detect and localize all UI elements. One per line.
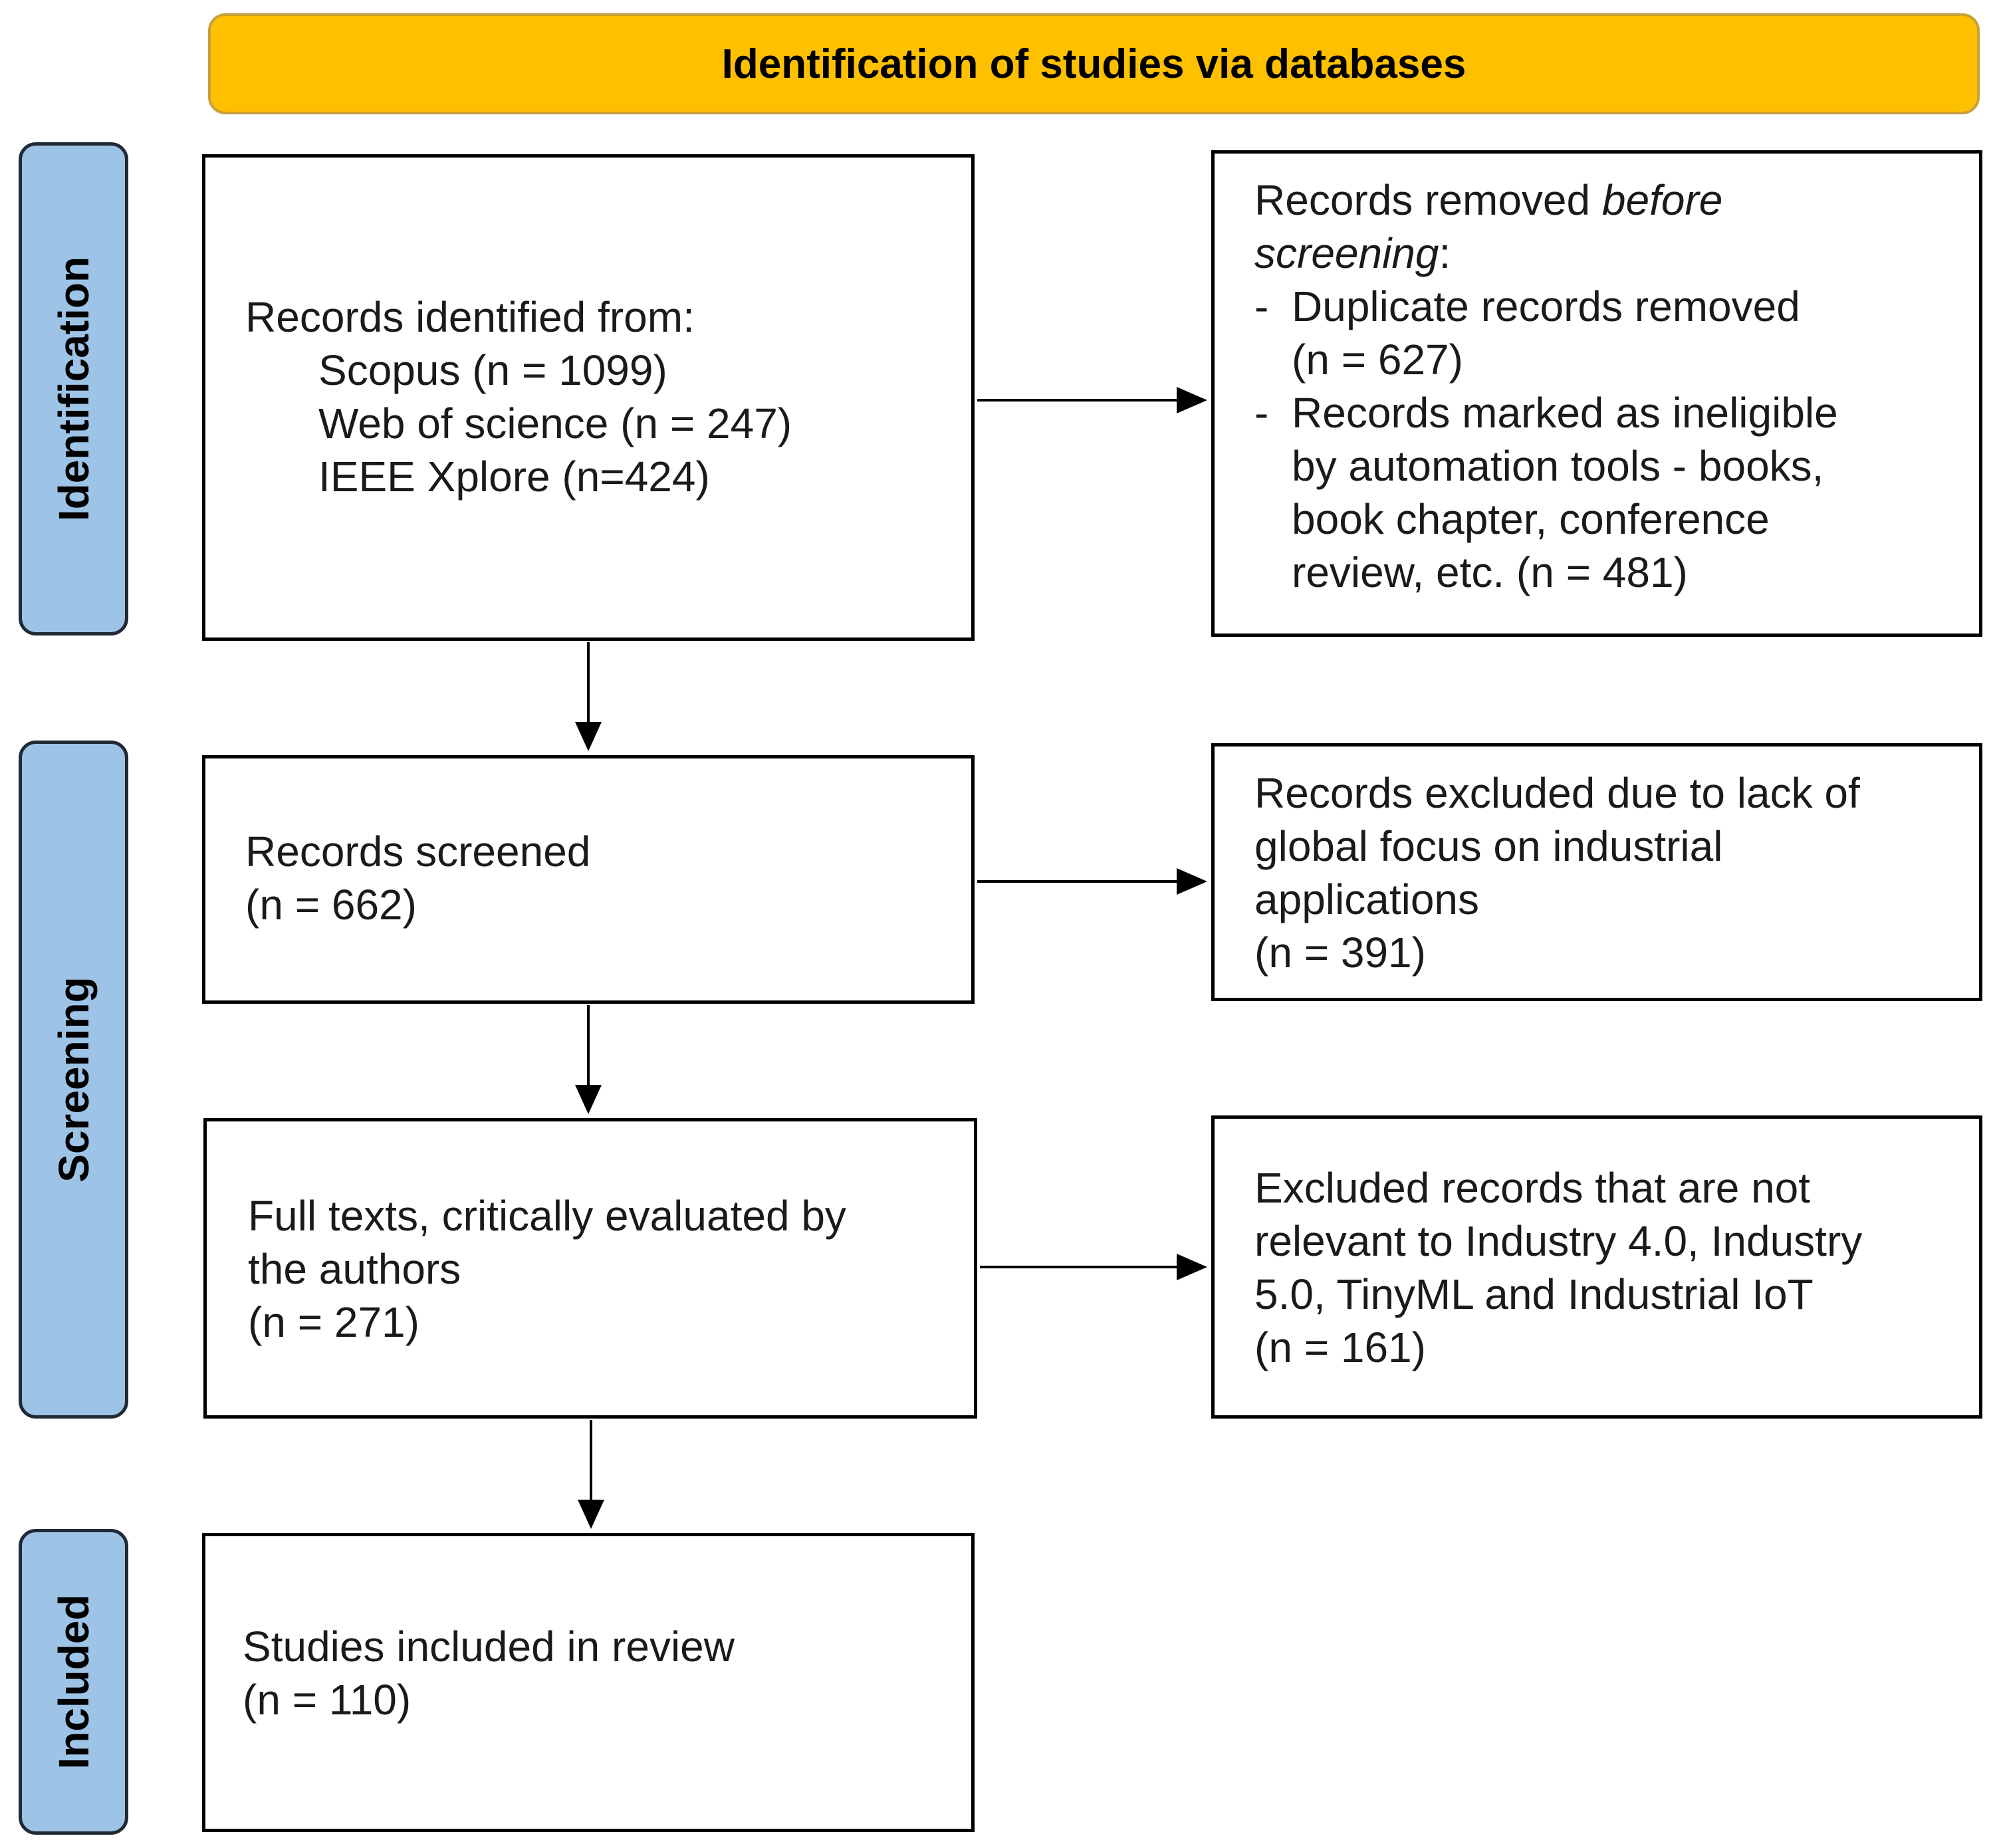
arrowhead-down-2	[575, 1085, 602, 1114]
source-scopus: Scopus (n = 1099)	[318, 346, 667, 394]
phase-included: Included	[19, 1529, 128, 1835]
records-removed-before-box: Records removed before screening: - Dupl…	[1211, 150, 1982, 637]
full-texts-box: Full texts, critically evaluated by the …	[203, 1118, 977, 1419]
records-excluded-focus-text: Records excluded due to lack of global f…	[1254, 769, 1860, 977]
arrowhead-down-1	[575, 722, 602, 751]
records-identified-box: Records identified from: Scopus (n = 109…	[202, 154, 975, 641]
records-excluded-relevance-box: Excluded records that are not relevant t…	[1211, 1115, 1982, 1419]
header-bar: Identification of studies via databases	[208, 13, 1980, 114]
full-texts-text: Full texts, critically evaluated by the …	[248, 1192, 846, 1346]
records-excluded-relevance-text: Excluded records that are not relevant t…	[1254, 1164, 1863, 1371]
records-identified-heading: Records identified from:	[245, 293, 695, 341]
source-web-of-science: Web of science (n = 247)	[318, 400, 792, 447]
phase-identification: Identification	[19, 142, 128, 635]
arrowhead-right-2	[1177, 868, 1207, 895]
phase-screening: Screening	[19, 741, 128, 1419]
header-title: Identification of studies via databases	[721, 41, 1467, 87]
removed-item-ineligible: - Records marked as ineligible by automa…	[1254, 389, 1838, 596]
records-removed-heading: Records removed before	[1254, 176, 1723, 224]
arrowhead-right-3	[1177, 1254, 1207, 1280]
records-identified-text: Records identified from: Scopus (n = 109…	[245, 290, 792, 503]
arrowhead-right-1	[1177, 387, 1207, 413]
studies-included-box: Studies included in review (n = 110)	[202, 1533, 975, 1832]
records-removed-before-text: Records removed before screening: - Dupl…	[1254, 173, 1838, 599]
records-excluded-focus-box: Records excluded due to lack of global f…	[1211, 743, 1982, 1001]
records-screened-box: Records screened (n = 662)	[202, 755, 975, 1004]
source-ieee-xplore: IEEE Xplore (n=424)	[318, 453, 710, 501]
studies-included-text: Studies included in review (n = 110)	[243, 1623, 735, 1724]
records-screened-text: Records screened (n = 662)	[245, 828, 591, 929]
removed-item-duplicates: - Duplicate records removed (n = 627)	[1254, 283, 1800, 384]
arrowhead-down-3	[578, 1500, 604, 1529]
